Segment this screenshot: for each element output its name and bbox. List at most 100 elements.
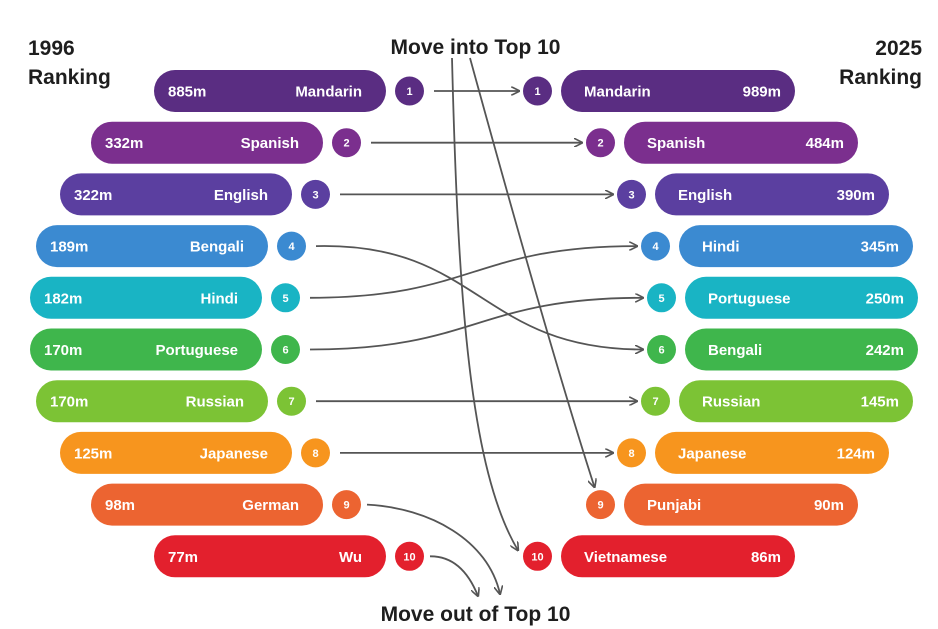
right-pill	[685, 328, 918, 371]
left-rank-badge	[332, 128, 361, 158]
right-pill	[624, 483, 858, 526]
left-rank-badge	[277, 386, 306, 416]
right-rank: 5	[658, 293, 664, 305]
move-out-arrow	[429, 555, 478, 596]
left-speakers: 125m	[74, 445, 112, 462]
left-rank: 6	[282, 345, 288, 357]
left-rank: 7	[288, 396, 294, 408]
flow-arrow-rank-change	[309, 298, 643, 351]
right-pill	[679, 225, 913, 268]
left-rank-badge	[395, 76, 424, 106]
right-pill	[685, 276, 918, 319]
right-language: English	[678, 187, 732, 204]
left-language: Spanish	[241, 135, 299, 152]
right-rank-badge	[523, 541, 552, 571]
right-speakers: 989m	[743, 84, 781, 101]
left-rank-badge	[271, 335, 300, 364]
right-pill	[624, 121, 858, 164]
right-speakers: 145m	[861, 394, 899, 411]
left-language: Wu	[339, 549, 362, 566]
left-pill	[36, 225, 268, 268]
right-rank-badge	[641, 231, 670, 261]
right-pill	[561, 535, 795, 578]
right-rank-badge	[641, 386, 670, 416]
right-language: Mandarin	[584, 84, 651, 101]
left-pill	[30, 328, 262, 371]
right-pill	[655, 173, 889, 216]
right-language: Bengali	[708, 342, 762, 359]
right-rank: 6	[658, 345, 664, 357]
left-language: English	[214, 187, 268, 204]
left-rank: 3	[312, 189, 318, 201]
right-rank-badge	[523, 76, 552, 106]
left-year: 1996	[28, 37, 75, 60]
right-language: Hindi	[702, 239, 740, 256]
left-language: Mandarin	[295, 84, 362, 101]
left-rank: 5	[282, 293, 288, 305]
left-speakers: 182m	[44, 290, 82, 307]
right-pill	[679, 380, 913, 423]
left-speakers: 189m	[50, 239, 88, 256]
left-rank-badge	[271, 283, 300, 313]
right-rank-badge	[586, 128, 615, 158]
left-rank-badge	[301, 179, 330, 209]
move-in-arrow	[469, 57, 595, 487]
left-rank: 2	[343, 138, 349, 150]
right-language: Punjabi	[647, 497, 701, 514]
move-into-top10-label: Move into Top 10	[390, 36, 561, 59]
left-rank: 1	[406, 86, 412, 98]
left-pill	[30, 276, 262, 319]
move-out-of-top10-label: Move out of Top 10	[380, 603, 571, 626]
left-rank: 10	[403, 551, 415, 563]
left-speakers: 77m	[168, 549, 198, 566]
right-row: Portuguese 250m 5	[647, 276, 918, 319]
right-speakers: 484m	[806, 135, 844, 152]
left-speakers: 170m	[44, 342, 82, 359]
left-language: Portuguese	[155, 342, 238, 359]
right-rank: 7	[652, 396, 658, 408]
flow-arrow-rank-change	[315, 245, 643, 350]
flow-arrow-rank-change	[309, 246, 637, 299]
left-pill	[154, 70, 386, 112]
right-ranking-header: 2025 Ranking	[839, 34, 922, 92]
move-out-arrow	[366, 503, 500, 594]
left-ranking-label: Ranking	[28, 66, 111, 89]
right-language: Portuguese	[708, 290, 791, 307]
right-language: Japanese	[678, 445, 746, 462]
flow-arrows	[309, 57, 643, 596]
left-rank: 9	[343, 500, 349, 512]
left-rank: 4	[288, 241, 295, 253]
right-speakers: 250m	[866, 290, 904, 307]
right-language: Spanish	[647, 135, 705, 152]
right-rank: 8	[628, 448, 634, 460]
right-rank: 10	[531, 551, 543, 563]
right-rank-badge	[647, 283, 676, 313]
left-row: 189m Bengali 4	[36, 225, 306, 268]
left-rank-badge	[277, 231, 306, 261]
left-language: Bengali	[190, 239, 244, 256]
left-row: 170m Portuguese 6	[30, 328, 300, 371]
left-pill	[60, 173, 292, 216]
left-pill	[36, 380, 268, 423]
left-pill	[91, 121, 323, 164]
right-year: 2025	[875, 37, 922, 60]
right-speakers: 345m	[861, 239, 899, 256]
right-pill	[561, 70, 795, 112]
left-rank-badge	[395, 541, 424, 571]
left-speakers: 332m	[105, 135, 143, 152]
